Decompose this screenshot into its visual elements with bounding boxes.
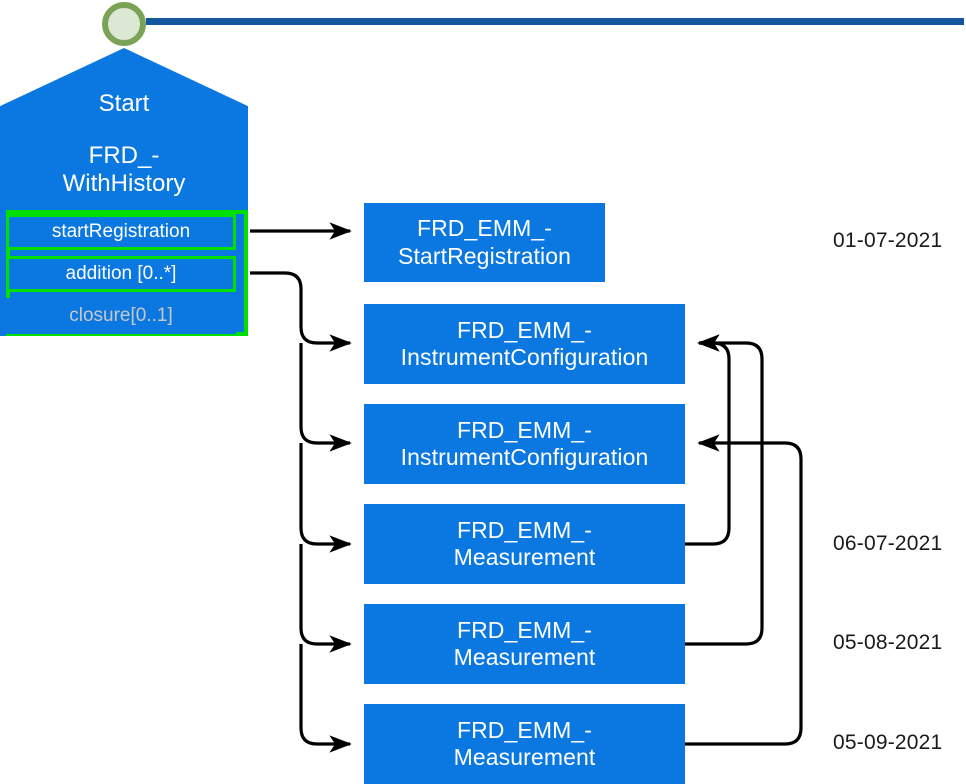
node-start-registration[interactable]: FRD_EMM_- StartRegistration [364,203,605,282]
start-state-circle-icon [102,2,146,46]
node-instrument-configuration-2[interactable]: FRD_EMM_- InstrumentConfiguration [364,404,685,484]
slot-label: startRegistration [51,221,191,242]
node-label: FRD_EMM_- StartRegistration [398,215,571,269]
date-label-measurement-2: 05-08-2021 [833,631,943,654]
node-label: FRD_EMM_- Measurement [453,516,596,570]
node-measurement-3[interactable]: FRD_EMM_- Measurement [364,704,685,784]
date-label-start-registration: 01-07-2021 [833,229,943,252]
slot-start-registration[interactable]: startRegistration [6,214,236,250]
start-node-title: Start [98,90,150,117]
slot-addition[interactable]: addition [0..*] [6,256,236,292]
timeline-rail [146,18,964,25]
node-label: FRD_EMM_- Measurement [453,616,596,670]
left-fanout-edges [250,222,352,753]
slot-label: closure[0..1] [69,305,173,326]
node-label: FRD_EMM_- Measurement [453,716,596,770]
node-measurement-2[interactable]: FRD_EMM_- Measurement [364,604,685,684]
start-node-subtitle: FRD_- WithHistory [62,142,186,198]
date-label-measurement-1: 06-07-2021 [833,532,943,555]
start-node[interactable]: Start FRD_- WithHistory startRegistratio… [0,48,248,336]
feedback-edges [685,334,803,746]
node-label: FRD_EMM_- InstrumentConfiguration [400,316,649,370]
node-instrument-configuration-1[interactable]: FRD_EMM_- InstrumentConfiguration [364,304,685,384]
node-label: FRD_EMM_- InstrumentConfiguration [400,416,649,470]
slot-closure[interactable]: closure[0..1] [6,298,236,334]
node-measurement-1[interactable]: FRD_EMM_- Measurement [364,504,685,584]
slot-label: addition [0..*] [65,263,177,284]
date-label-measurement-3: 05-09-2021 [833,731,943,754]
